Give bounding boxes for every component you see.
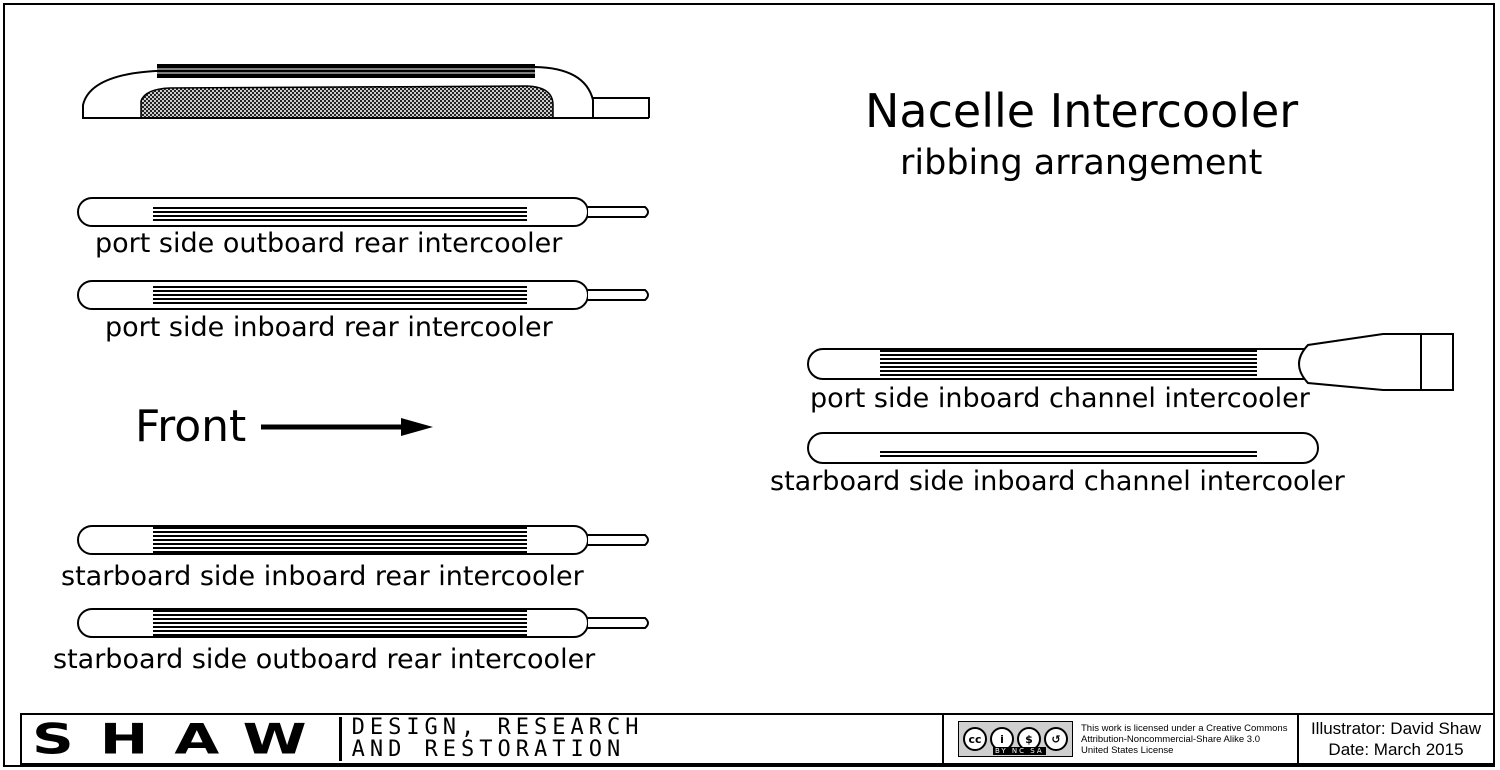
port-outboard-rear-intercooler	[77, 197, 649, 227]
brand-tagline: DESIGN, RESEARCH AND RESTORATION	[338, 715, 644, 762]
starboard-inboard-rear-intercooler	[77, 525, 649, 555]
license-text: This work is licensed under a Creative C…	[1081, 723, 1287, 756]
credits-cell: Illustrator: David Shaw Date: March 2015	[1299, 715, 1493, 763]
brand-tagline-line2: AND RESTORATION	[351, 737, 626, 762]
port-inboard-rear-intercooler	[77, 280, 649, 310]
label-port-inboard-channel: port side inboard channel intercooler	[810, 383, 1310, 414]
label-starboard-outboard-rear: starboard side outboard rear intercooler	[53, 644, 596, 675]
cc-icon: cc	[963, 727, 987, 751]
brand-logo: SHAW	[32, 714, 333, 764]
label-port-outboard-rear: port side outboard rear intercooler	[95, 228, 563, 259]
intercooler-drawing	[77, 64, 1454, 638]
label-front: Front	[135, 401, 247, 452]
drawing-sheet: Nacelle Intercooler ribbing arrangement …	[3, 3, 1495, 767]
front-arrow	[261, 418, 433, 436]
license-line-3: United States License	[1081, 744, 1174, 756]
license-line-1: This work is licensed under a Creative C…	[1081, 722, 1288, 734]
port-inboard-channel-intercooler	[807, 333, 1454, 391]
license-line-2: Attribution-Noncommercial-Share Alike 3.…	[1081, 733, 1260, 745]
title-block: SHAW DESIGN, RESEARCH AND RESTORATION cc…	[20, 713, 1495, 765]
drawing-subtitle: ribbing arrangement	[900, 143, 1263, 183]
nacelle-profile	[82, 64, 650, 119]
illustrator: Illustrator: David Shaw	[1310, 719, 1482, 738]
brand-cell: SHAW DESIGN, RESEARCH AND RESTORATION	[22, 715, 944, 763]
starboard-inboard-channel-intercooler	[807, 432, 1319, 464]
license-cell: cc i $ ↺ BY NC SA This work is licensed …	[944, 715, 1299, 763]
starboard-outboard-rear-intercooler	[77, 608, 649, 638]
brand-tagline-line1: DESIGN, RESEARCH	[351, 715, 644, 740]
label-starboard-inboard-rear: starboard side inboard rear intercooler	[61, 561, 584, 592]
drawing-title: Nacelle Intercooler	[865, 84, 1299, 138]
label-starboard-inboard-channel: starboard side inboard channel intercool…	[770, 466, 1345, 497]
cc-badge-strip: BY NC SA	[993, 747, 1046, 755]
share-alike-icon: ↺	[1044, 727, 1068, 751]
creative-commons-badge[interactable]: cc i $ ↺ BY NC SA	[958, 721, 1073, 757]
label-port-inboard-rear: port side inboard rear intercooler	[105, 312, 553, 343]
drawing-date: Date: March 2015	[1328, 740, 1464, 759]
